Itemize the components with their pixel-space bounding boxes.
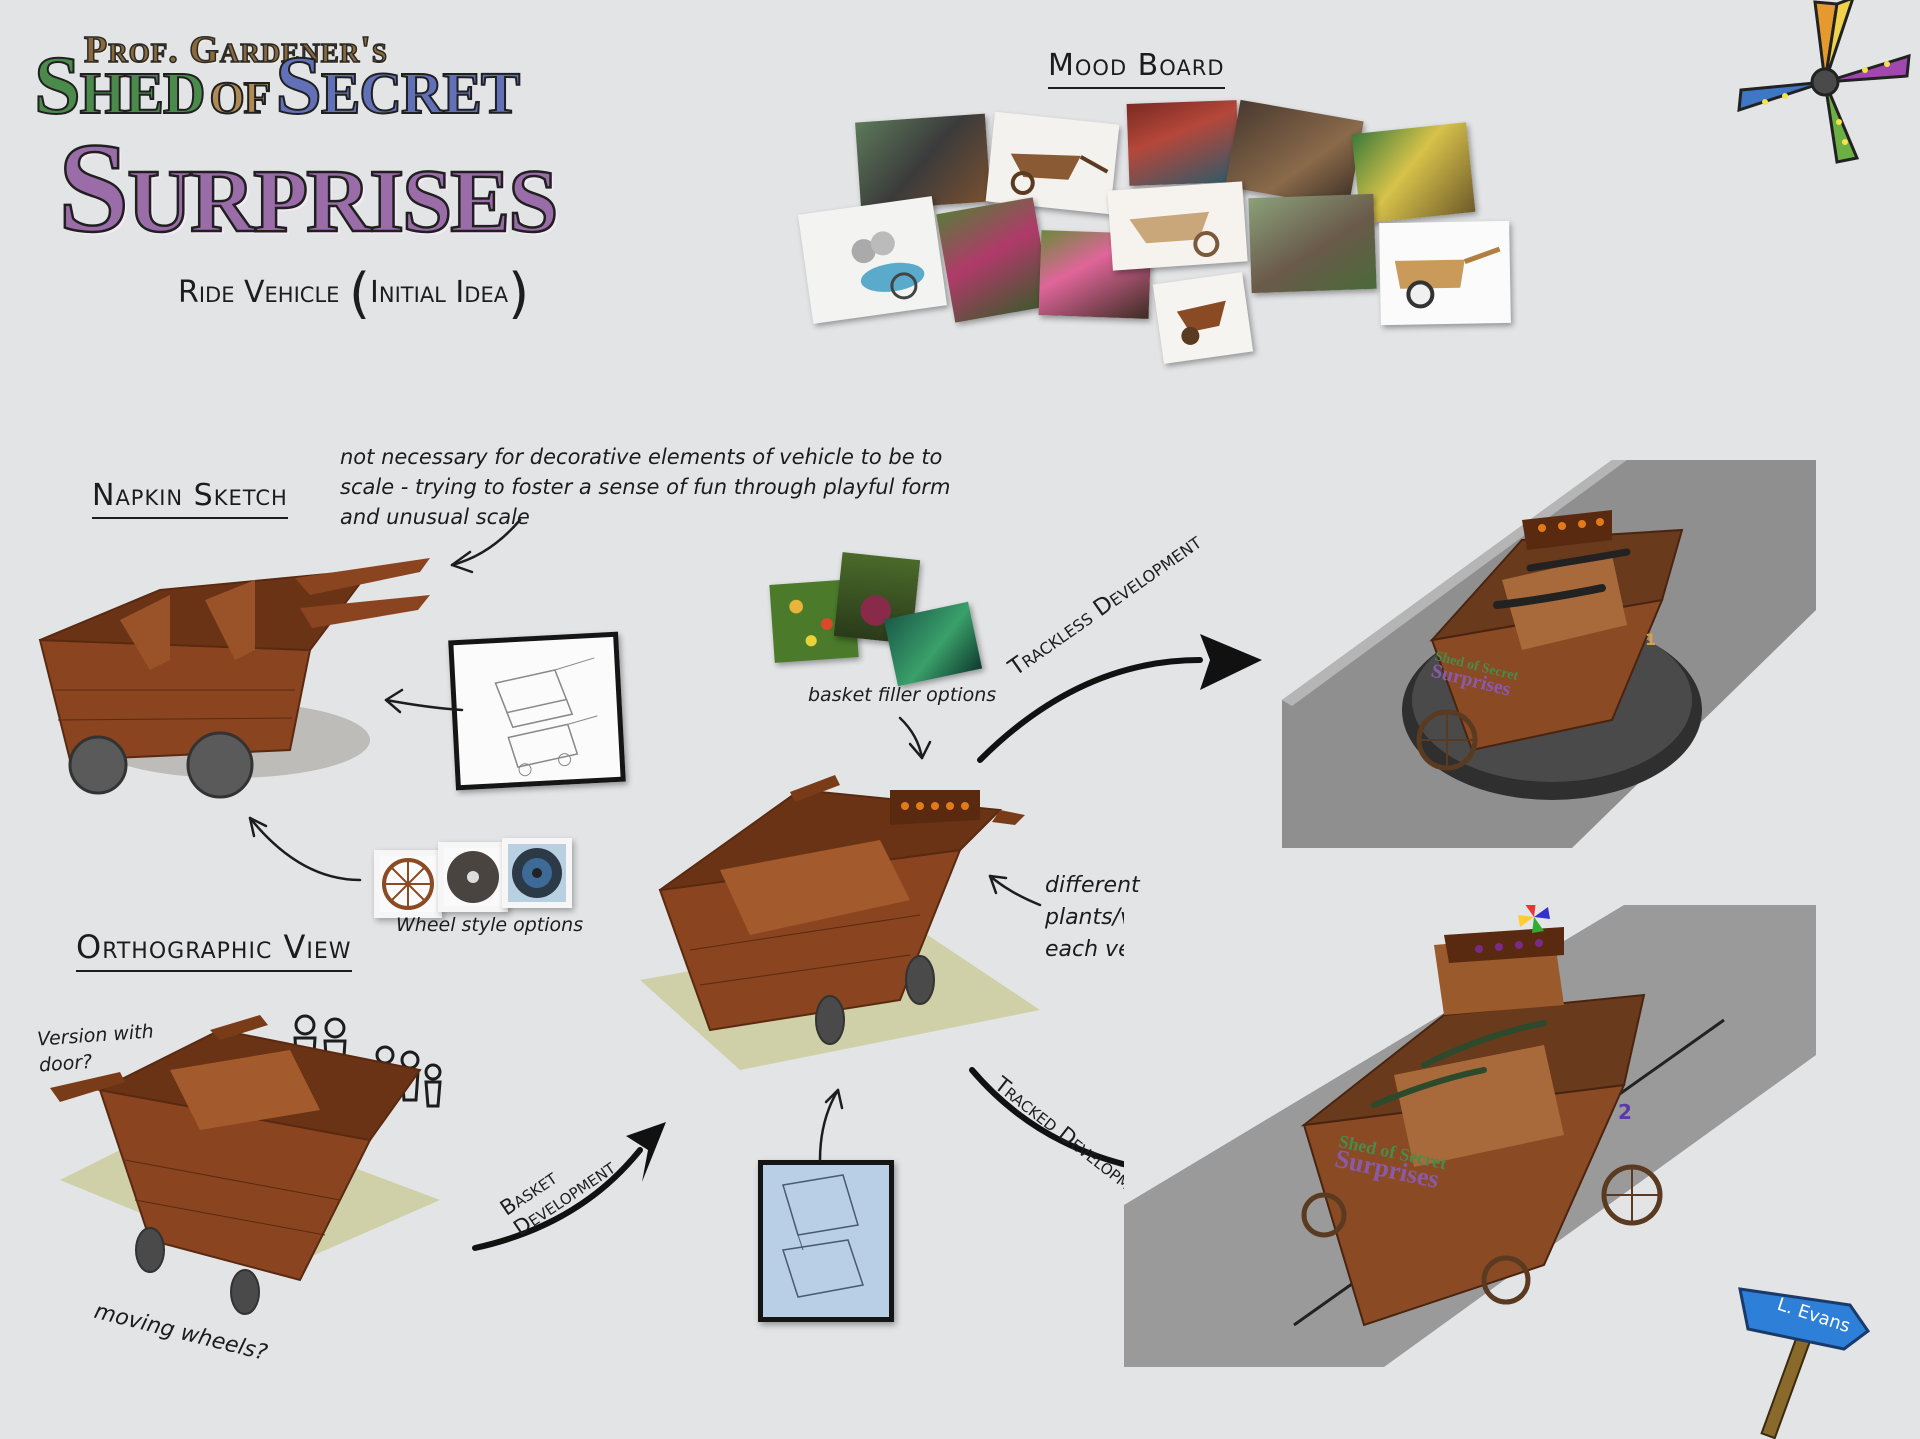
mood-photo-cart-wheels bbox=[1248, 193, 1377, 294]
central-vehicle bbox=[640, 775, 1040, 1070]
wheel-option-stone bbox=[438, 842, 508, 912]
title-word-of: of bbox=[209, 55, 272, 128]
mood-photo-ride bbox=[855, 113, 991, 211]
mood-photo-planter bbox=[798, 196, 947, 324]
subtitle-ride-vehicle: Ride Vehicle bbox=[178, 275, 340, 310]
tracked-seat-number: 2 bbox=[1618, 1100, 1632, 1124]
subtitle: Ride Vehicle (Initial Idea) bbox=[178, 262, 530, 325]
title-word-shed: Shed bbox=[33, 39, 207, 132]
pinwheel-icon bbox=[1737, 0, 1911, 164]
napkin-sketch-vehicle bbox=[38, 558, 430, 799]
signpost-icon bbox=[1738, 1287, 1871, 1439]
mood-photo-wheelbarrow-1 bbox=[985, 111, 1120, 215]
orthographic-heading: Orthographic View bbox=[76, 928, 352, 972]
scale-note: not necessary for decorative elements of… bbox=[340, 445, 951, 529]
mood-photo-small-barrow bbox=[1152, 272, 1254, 364]
trackless-seat-number: 1 bbox=[1645, 630, 1657, 649]
napkin-sketch-photo bbox=[448, 631, 626, 791]
trackless-render: Shed of Secret Surprises 1 bbox=[1282, 460, 1816, 848]
napkin-sketch-heading: Napkin Sketch bbox=[92, 478, 288, 519]
mood-photo-shop bbox=[1126, 100, 1240, 186]
title-word-secret: Secret bbox=[274, 39, 521, 132]
basket-development-label: Basket Development bbox=[495, 1154, 620, 1241]
wheel-style-label: Wheel style options bbox=[396, 914, 584, 936]
wheel-option-spoked bbox=[374, 850, 442, 918]
title-line-1: Prof. Gardener's bbox=[83, 28, 388, 72]
mood-photo-wooden-barrow bbox=[1107, 181, 1248, 271]
title-line-3: Surprises bbox=[57, 117, 560, 259]
orthographic-vehicle bbox=[50, 1015, 440, 1315]
basket-filler-label: basket filler options bbox=[808, 684, 997, 706]
mood-photo-toy-cart bbox=[1379, 220, 1511, 326]
subtitle-initial-idea: Initial Idea bbox=[370, 275, 509, 310]
wheel-option-blue bbox=[502, 838, 572, 908]
central-sketch-photo bbox=[758, 1160, 894, 1322]
trackless-development-label: Trackless Development bbox=[1004, 528, 1207, 682]
title-line-2: Shed of Secret bbox=[33, 43, 521, 134]
mood-photo-garden-barrow bbox=[936, 197, 1052, 323]
mood-photo-cart-old bbox=[1225, 99, 1364, 209]
tracked-render: Shed of Secret Surprises 2 bbox=[1124, 905, 1816, 1367]
mood-board-heading: Mood Board bbox=[1048, 48, 1225, 89]
